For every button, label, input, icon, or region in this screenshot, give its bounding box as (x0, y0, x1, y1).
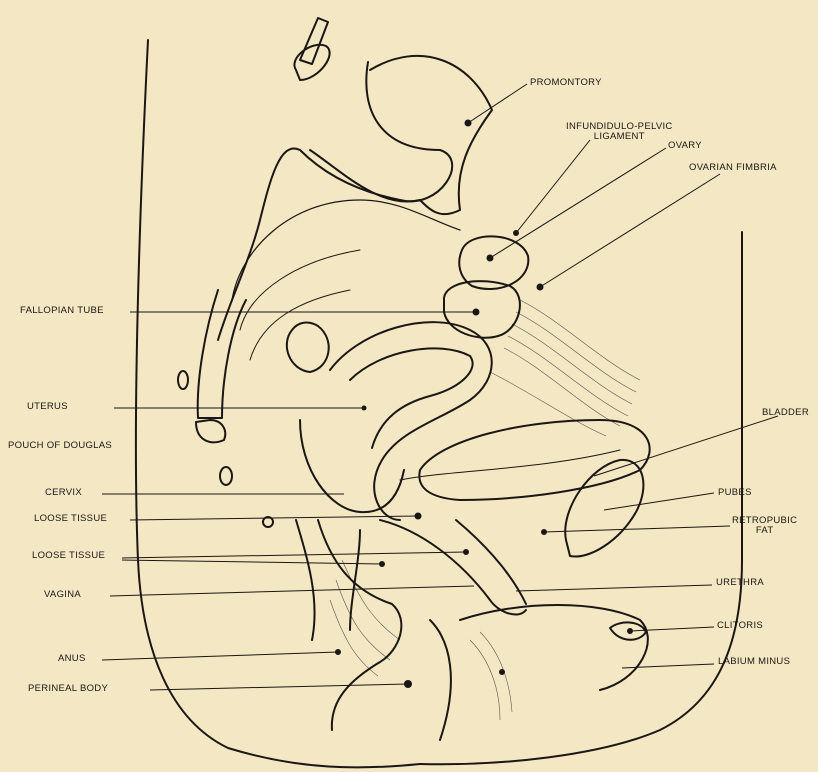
leader-anus (102, 652, 338, 660)
label-retropubic-fat: RETROPUBIC FAT (732, 516, 797, 536)
coccyx (198, 290, 246, 418)
labium-outline (460, 605, 648, 690)
hatching (330, 600, 378, 676)
vessel (220, 467, 232, 485)
hatching (336, 580, 390, 660)
leader-pubes (604, 493, 714, 510)
hatching (504, 348, 620, 426)
fallopian-tube-outline (444, 281, 520, 338)
hatching (480, 632, 512, 712)
fallopian-loop (287, 323, 329, 372)
label-retropubic-fat-line2: FAT (732, 526, 797, 536)
label-promontory: PROMONTORY (530, 78, 602, 88)
label-loose-tissue-2: LOOSE TISSUE (32, 551, 105, 561)
perineal-outline (430, 620, 451, 740)
coccyx-tip (196, 420, 225, 442)
peritoneum-posterior (232, 200, 460, 300)
urethra-wall (456, 520, 526, 604)
leader-promontory (468, 84, 527, 123)
anal-canal (318, 520, 401, 730)
leader-vagina (110, 586, 474, 596)
label-labium-minus: LABIUM MINUS (718, 657, 790, 667)
label-cervix: CERVIX (45, 488, 82, 498)
sacral-vertebra (300, 18, 328, 64)
bladder-wall (400, 450, 620, 480)
leader-retropubic (544, 526, 730, 532)
label-pouch-of-douglas: POUCH OF DOUGLAS (8, 441, 112, 451)
label-infundibulo-pelvic: INFUNDIDULO-PELVIC LIGAMENT (566, 122, 673, 142)
label-fallopian-tube: FALLOPIAN TUBE (20, 306, 104, 316)
label-bladder: BLADDER (762, 408, 809, 418)
label-clitoris: CLITORIS (717, 621, 763, 631)
label-anus: ANUS (58, 654, 86, 664)
vessel (178, 371, 188, 389)
hatching (470, 640, 500, 720)
leader-labium-minus (622, 664, 714, 668)
anal-canal (296, 520, 315, 640)
cervix-outline (300, 420, 404, 512)
label-uterus: UTERUS (27, 402, 68, 412)
uterus-outline (330, 322, 492, 520)
label-vagina: VAGINA (44, 590, 81, 600)
posterior-body-contour (136, 40, 420, 767)
label-ovarian-fimbria: OVARIAN FIMBRIA (689, 163, 777, 173)
leader-loose-tissue-1 (130, 516, 418, 520)
label-pubes: PUBES (718, 488, 752, 498)
leader-perineal-body (150, 684, 408, 690)
sacrum-inner (310, 150, 420, 202)
leader-loose-tissue-2 (122, 552, 466, 558)
label-loose-tissue-1: LOOSE TISSUE (34, 514, 107, 524)
leader-ovary (490, 148, 666, 258)
marker-dot (499, 669, 505, 675)
hatching (490, 372, 606, 436)
peritoneum-curve (240, 250, 360, 330)
peritoneum-curve (250, 290, 350, 360)
leader-ovarian-fimbria (540, 174, 720, 287)
leader-urethra (516, 585, 712, 591)
label-ovary: OVARY (668, 141, 702, 151)
label-infundibulo-pelvic-line2: LIGAMENT (566, 132, 673, 142)
label-urethra: URETHRA (716, 578, 764, 588)
leader-bladder (594, 416, 778, 476)
bladder-outline (419, 420, 649, 500)
label-perineal-body: PERINEAL BODY (28, 684, 108, 694)
